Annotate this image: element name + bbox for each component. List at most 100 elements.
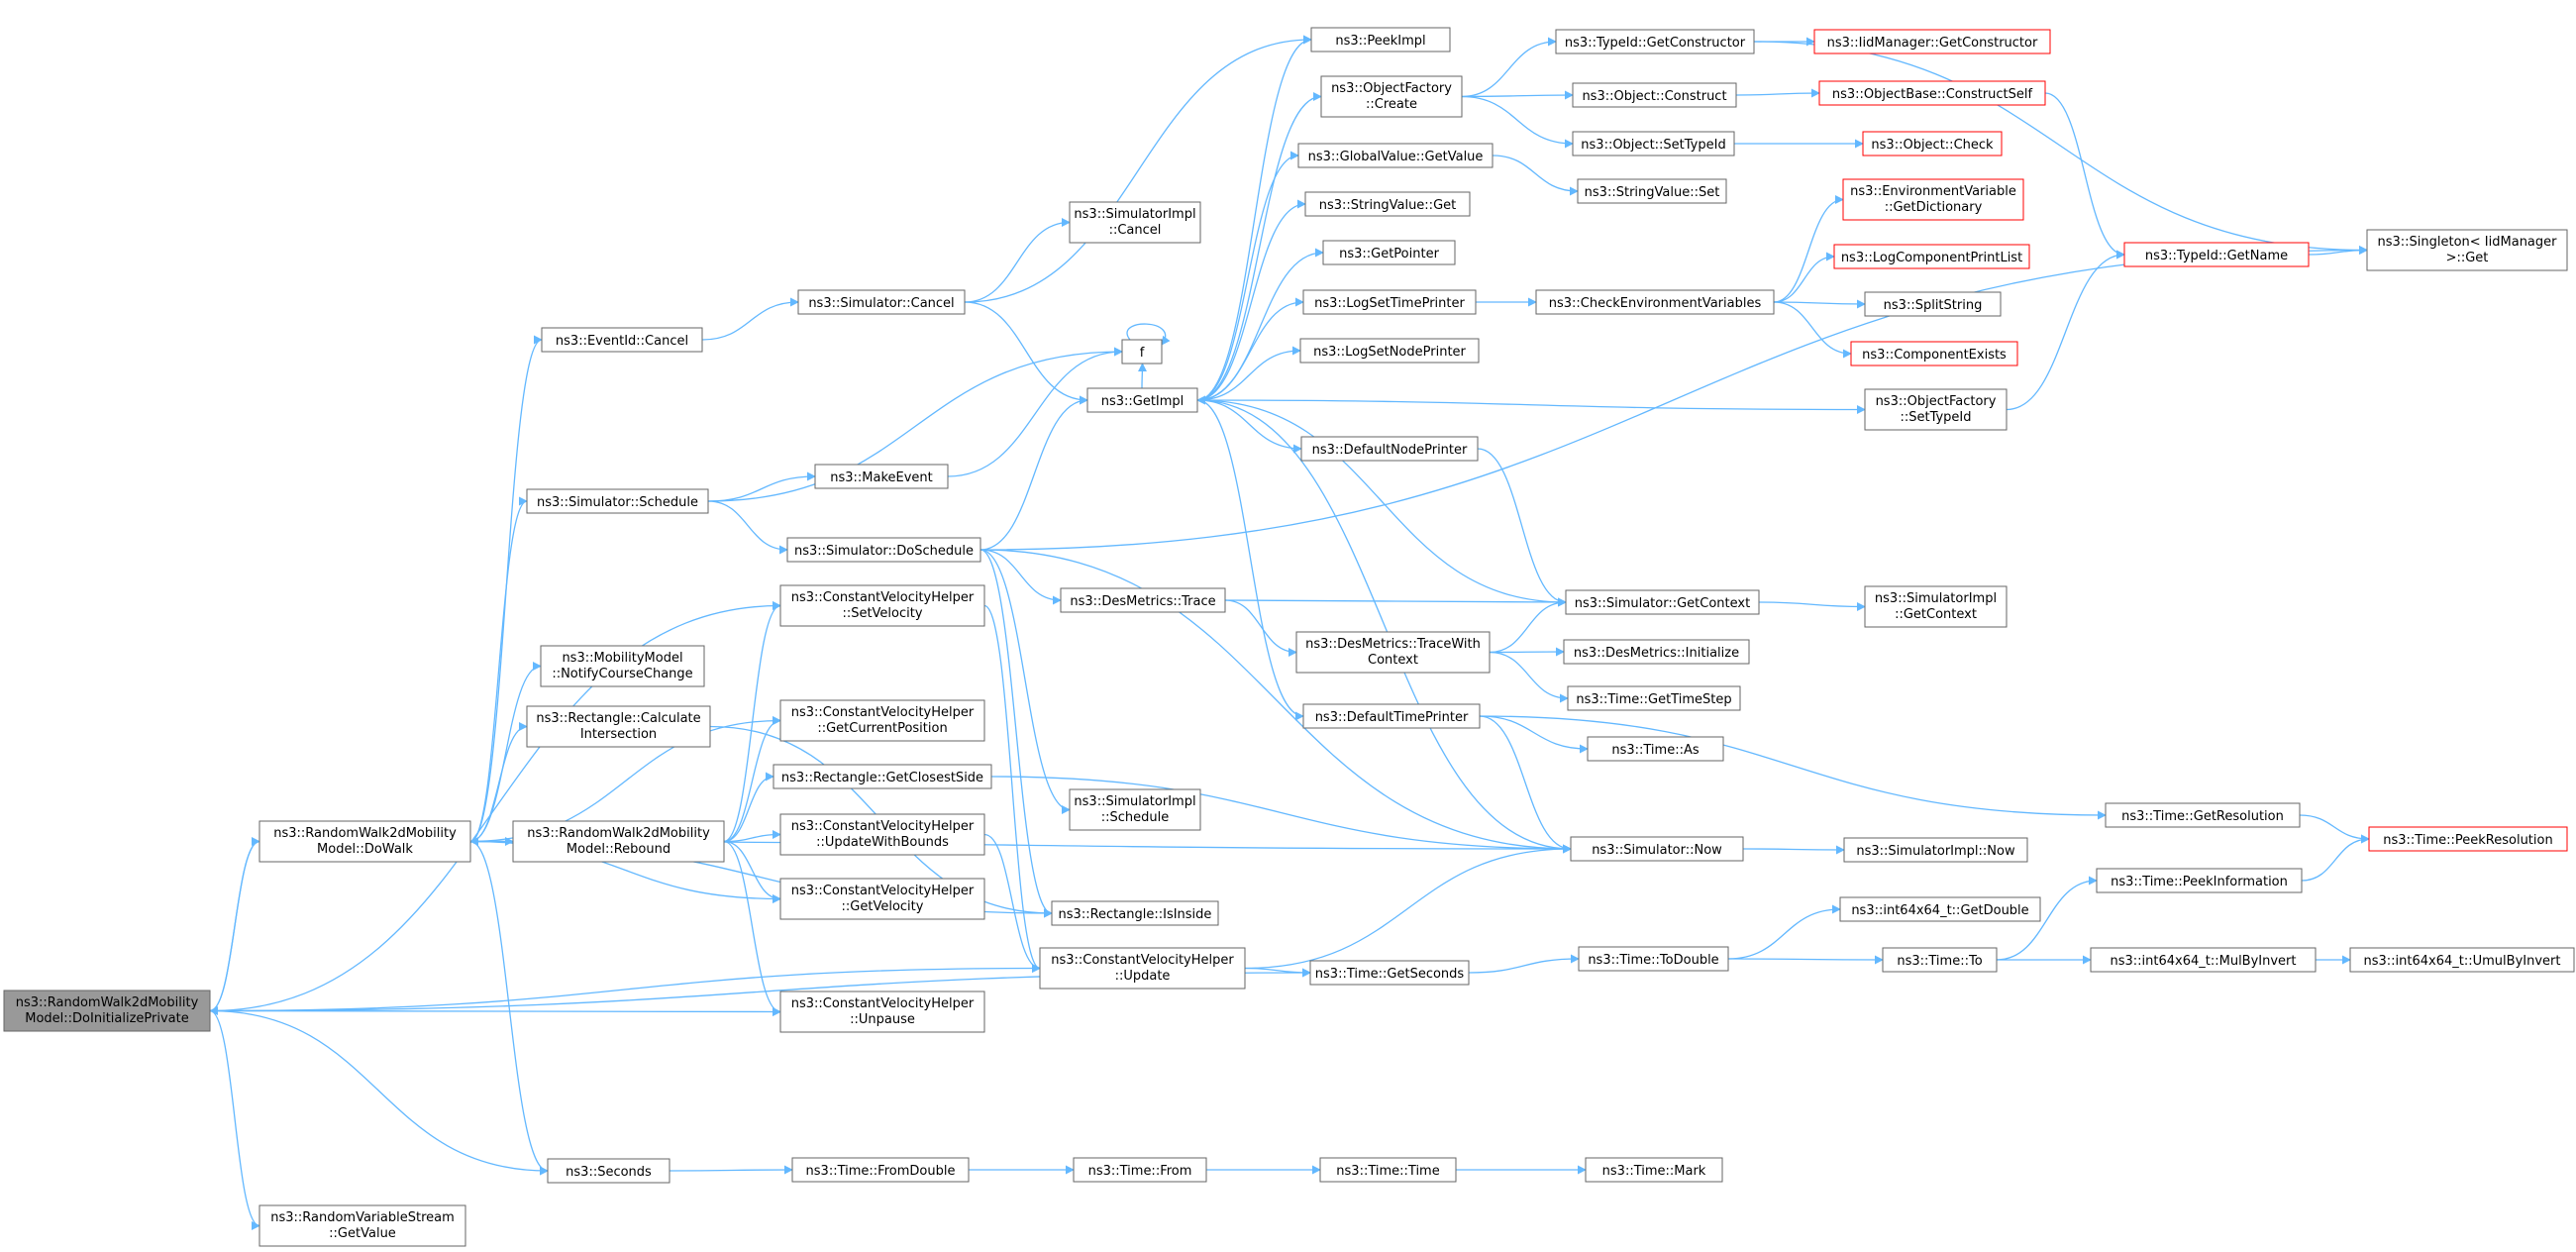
node-time-gettimestep[interactable]: ns3::Time::GetTimeStep bbox=[1567, 685, 1741, 711]
node-box bbox=[1813, 29, 2051, 54]
node-box bbox=[2368, 826, 2568, 852]
node-cvh-getcur[interactable]: ns3::ConstantVelocityHelper::GetCurrentP… bbox=[779, 699, 985, 742]
edge-defaulttimeprinter-to-time_getresolution bbox=[1479, 715, 2107, 820]
node-label: ns3::Time::From bbox=[1088, 1164, 1192, 1179]
node-desmetrics-trace[interactable]: ns3::DesMetrics::Trace bbox=[1060, 587, 1226, 613]
node-object-construct[interactable]: ns3::Object::Construct bbox=[1572, 82, 1737, 108]
node-sim-now[interactable]: ns3::Simulator::Now bbox=[1570, 836, 1744, 862]
node-defaulttimeprinter[interactable]: ns3::DefaultTimePrinter bbox=[1302, 703, 1481, 729]
node-dm-initialize[interactable]: ns3::DesMetrics::Initialize bbox=[1563, 639, 1750, 665]
node-time-mark[interactable]: ns3::Time::Mark bbox=[1585, 1157, 1723, 1183]
node-getpointer[interactable]: ns3::GetPointer bbox=[1322, 240, 1456, 265]
node-label: ns3::TypeId::GetName bbox=[2145, 249, 2288, 263]
node-splitstring[interactable]: ns3::SplitString bbox=[1864, 291, 2002, 317]
node-sim-doschedule[interactable]: ns3::Simulator::DoSchedule bbox=[786, 537, 981, 563]
node-label: ns3::SplitString bbox=[1884, 298, 1983, 313]
node-typeid-getname[interactable]: ns3::TypeId::GetName bbox=[2123, 242, 2310, 267]
node-i64-mulbyinvert[interactable]: ns3::int64x64_t::MulByInvert bbox=[2090, 947, 2317, 973]
node-i64-getdouble[interactable]: ns3::int64x64_t::GetDouble bbox=[1839, 896, 2041, 922]
node-rect-closest[interactable]: ns3::Rectangle::GetClosestSide bbox=[773, 764, 992, 789]
node-of-create[interactable]: ns3::ObjectFactory::Create bbox=[1320, 75, 1463, 118]
edge-sim_now-to-simimpl_now bbox=[1742, 845, 1845, 855]
node-label: ns3::int64x64_t::GetDouble bbox=[1851, 903, 2028, 918]
node-object-check[interactable]: ns3::Object::Check bbox=[1862, 131, 2003, 156]
edge-root-to-rvs_getvalue bbox=[209, 1009, 260, 1230]
node-label: ns3::Time::As bbox=[1611, 743, 1700, 758]
node-time-todouble[interactable]: ns3::Time::ToDouble bbox=[1578, 946, 1729, 972]
node-logsettimeprinter[interactable]: ns3::LogSetTimePrinter bbox=[1302, 289, 1477, 315]
node-checkenv[interactable]: ns3::CheckEnvironmentVariables bbox=[1535, 289, 1775, 315]
node-time-to[interactable]: ns3::Time::To bbox=[1882, 947, 1998, 973]
node-time-peekres[interactable]: ns3::Time::PeekResolution bbox=[2368, 826, 2568, 852]
node-box bbox=[1850, 341, 2018, 366]
node-getimpl[interactable]: ns3::GetImpl bbox=[1086, 387, 1198, 413]
node-box bbox=[512, 820, 725, 863]
node-label: ns3::RandomWalk2dMobility bbox=[527, 826, 710, 841]
node-label: ::GetVelocity bbox=[842, 899, 924, 914]
node-typeid-getctor[interactable]: ns3::TypeId::GetConstructor bbox=[1555, 29, 1755, 54]
node-time-from[interactable]: ns3::Time::From bbox=[1073, 1157, 1207, 1183]
node-logsetnodeprinter[interactable]: ns3::LogSetNodePrinter bbox=[1299, 338, 1480, 364]
node-gv-getvalue[interactable]: ns3::GlobalValue::GetValue bbox=[1297, 143, 1494, 168]
node-label: ::GetContext bbox=[1895, 607, 1977, 622]
node-box bbox=[1304, 191, 1471, 217]
node-time-time[interactable]: ns3::Time::Time bbox=[1319, 1157, 1457, 1183]
node-sim-cancel[interactable]: ns3::Simulator::Cancel bbox=[797, 289, 966, 315]
node-label: ns3::SimulatorImpl bbox=[1074, 207, 1195, 222]
node-cvh-unpause[interactable]: ns3::ConstantVelocityHelper::Unpause bbox=[779, 991, 985, 1033]
node-cvh-updbounds[interactable]: ns3::ConstantVelocityHelper::UpdateWithB… bbox=[779, 813, 985, 856]
node-root[interactable]: ns3::RandomWalk2dMobilityModel::DoInitia… bbox=[3, 990, 211, 1032]
node-sim-getcontext[interactable]: ns3::Simulator::GetContext bbox=[1565, 589, 1760, 615]
node-simimpl-now[interactable]: ns3::SimulatorImpl::Now bbox=[1843, 837, 2028, 863]
node-rvs-getvalue[interactable]: ns3::RandomVariableStream::GetValue bbox=[258, 1204, 466, 1247]
node-object-settypeid[interactable]: ns3::Object::SetTypeId bbox=[1572, 131, 1735, 156]
node-eventid-cancel[interactable]: ns3::EventId::Cancel bbox=[541, 327, 703, 353]
node-singleton-get[interactable]: ns3::Singleton< IidManager>::Get bbox=[2366, 229, 2568, 271]
node-time-as[interactable]: ns3::Time::As bbox=[1587, 736, 1724, 762]
node-simimpl-schedule[interactable]: ns3::SimulatorImpl::Schedule bbox=[1069, 788, 1201, 831]
node-mm-notify[interactable]: ns3::MobilityModel::NotifyCourseChange bbox=[540, 645, 705, 687]
node-logcomp-printlist[interactable]: ns3::LogComponentPrintList bbox=[1833, 244, 2030, 269]
node-box bbox=[779, 699, 985, 742]
edge-of_create-to-object_construct bbox=[1461, 90, 1574, 100]
node-of-settypeid[interactable]: ns3::ObjectFactory::SetTypeId bbox=[1864, 388, 2008, 431]
node-box bbox=[1073, 1157, 1207, 1183]
node-label: ns3::Time::PeekInformation bbox=[2111, 875, 2288, 889]
node-time-getresolution[interactable]: ns3::Time::GetResolution bbox=[2105, 802, 2301, 828]
node-sv-set[interactable]: ns3::StringValue::Set bbox=[1577, 178, 1727, 204]
node-box bbox=[779, 584, 985, 627]
node-makeevent[interactable]: ns3::MakeEvent bbox=[814, 464, 949, 489]
node-time-getseconds[interactable]: ns3::Time::GetSeconds bbox=[1309, 960, 1470, 986]
edge-rect_closest-to-sim_now bbox=[990, 776, 1572, 854]
node-cvh-setvel[interactable]: ns3::ConstantVelocityHelper::SetVelocity bbox=[779, 584, 985, 627]
node-defaultnodeprinter[interactable]: ns3::DefaultNodePrinter bbox=[1300, 436, 1479, 462]
node-seconds[interactable]: ns3::Seconds bbox=[547, 1158, 670, 1184]
node-label: ns3::MakeEvent bbox=[830, 470, 933, 485]
node-label: ns3::SimulatorImpl bbox=[1875, 591, 1997, 606]
node-objbase-constructself[interactable]: ns3::ObjectBase::ConstructSelf bbox=[1818, 80, 2046, 106]
node-i64-umulbyinvert[interactable]: ns3::int64x64_t::UmulByInvert bbox=[2349, 947, 2575, 973]
node-envvar-getdict[interactable]: ns3::EnvironmentVariable::GetDictionary bbox=[1842, 178, 2024, 221]
node-simimpl-getcontext[interactable]: ns3::SimulatorImpl::GetContext bbox=[1864, 585, 2008, 628]
node-sv-get[interactable]: ns3::StringValue::Get bbox=[1304, 191, 1471, 217]
node-box bbox=[1322, 240, 1456, 265]
node-iidmgr-getctor[interactable]: ns3::IidManager::GetConstructor bbox=[1813, 29, 2051, 54]
node-box bbox=[1864, 585, 2008, 628]
node-f[interactable]: f bbox=[1121, 339, 1163, 365]
node-componentexists[interactable]: ns3::ComponentExists bbox=[1850, 341, 2018, 366]
node-label: ns3::EventId::Cancel bbox=[556, 334, 688, 349]
node-box bbox=[1864, 388, 2008, 431]
node-cvh-update[interactable]: ns3::ConstantVelocityHelper::Update bbox=[1039, 947, 1246, 990]
node-time-fromdouble[interactable]: ns3::Time::FromDouble bbox=[791, 1157, 970, 1183]
node-simimpl-cancel[interactable]: ns3::SimulatorImpl::Cancel bbox=[1069, 201, 1201, 244]
node-sim-schedule[interactable]: ns3::Simulator::Schedule bbox=[526, 488, 709, 514]
node-rect-isinside[interactable]: ns3::Rectangle::IsInside bbox=[1051, 900, 1219, 926]
node-time-peekinfo[interactable]: ns3::Time::PeekInformation bbox=[2096, 868, 2303, 893]
node-peekimpl[interactable]: ns3::PeekImpl bbox=[1310, 27, 1451, 52]
node-cvh-getvel[interactable]: ns3::ConstantVelocityHelper::GetVelocity bbox=[779, 878, 985, 920]
edge-defaulttimeprinter-to-time_as bbox=[1479, 715, 1589, 754]
